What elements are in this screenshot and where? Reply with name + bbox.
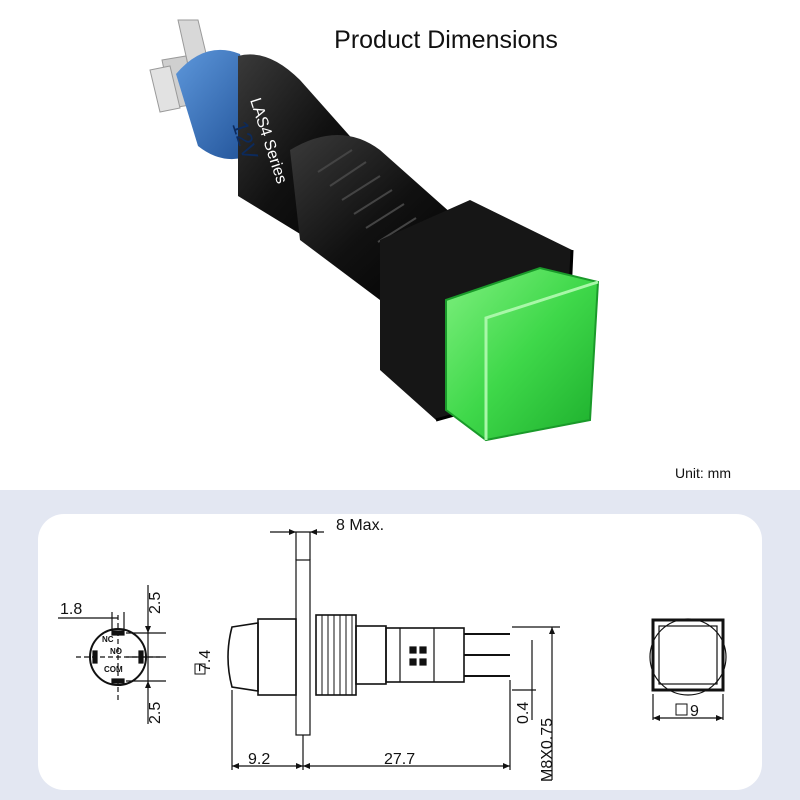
dim-body-length: 27.7 bbox=[384, 751, 415, 768]
dim-front-square: 9 bbox=[690, 703, 699, 720]
panel-plate bbox=[295, 559, 311, 736]
dim-cap-square: 7.4 bbox=[197, 650, 214, 672]
dim-front-length: 9.2 bbox=[248, 751, 270, 768]
green-cap bbox=[445, 266, 600, 442]
side-cap bbox=[227, 622, 259, 692]
pin-com-label: COM bbox=[104, 665, 123, 674]
side-bezel bbox=[257, 618, 297, 696]
dim-thread: M8X0.75 bbox=[539, 718, 556, 782]
product-photo: 12V LAS4 Series bbox=[149, 19, 600, 442]
dim-pin-offset: 1.8 bbox=[60, 601, 82, 618]
side-body bbox=[385, 627, 465, 683]
dim-pin-pitch-bottom: 2.5 bbox=[147, 702, 164, 724]
pin-nc-label: NC bbox=[102, 635, 114, 644]
dim-pin-pitch-top: 2.5 bbox=[147, 592, 164, 614]
dim-panel-max: 8 Max. bbox=[336, 517, 384, 534]
dim-terminal-thickness: 0.4 bbox=[515, 702, 532, 724]
page-title: Product Dimensions bbox=[334, 26, 558, 54]
pin-no-label: NO bbox=[110, 647, 122, 656]
front-square bbox=[651, 618, 725, 692]
unit-label: Unit: mm bbox=[675, 465, 731, 481]
